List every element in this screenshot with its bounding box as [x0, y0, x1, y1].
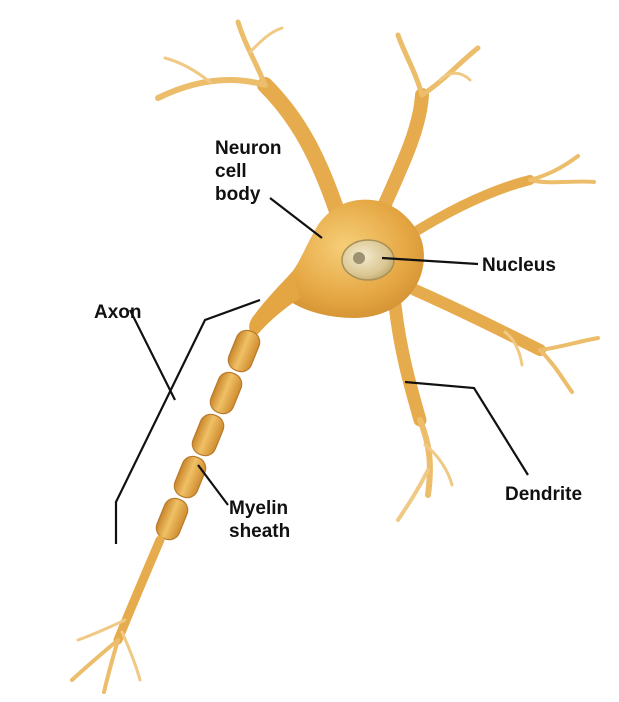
dendrite-upper-right-twig-2 — [422, 48, 478, 95]
dendrite-upper-left-twig-4 — [250, 28, 282, 52]
label-myelin-sheath-line-2: sheath — [229, 520, 290, 543]
leader-line-myelin-sheath — [198, 465, 228, 505]
axon-terminal — [72, 540, 160, 692]
dendrite-right-twig-2 — [530, 180, 594, 182]
label-myelin-sheath: Myelin sheath — [229, 497, 290, 543]
dendrite-lower-right-twig-1 — [540, 338, 598, 350]
dendrite-upper-right-twig-1 — [398, 35, 422, 95]
axon-terminal-shaft — [118, 540, 160, 640]
label-neuron-cell-body-line-2: cell — [215, 160, 282, 183]
nucleolus — [353, 252, 365, 264]
dendrite-lower-right-twig-2 — [540, 350, 572, 392]
label-neuron-cell-body: Neuron cell body — [215, 137, 282, 206]
myelin-segment-2 — [207, 369, 245, 417]
dendrite-upper-left-twig-3 — [165, 58, 210, 82]
dendrite-right-twig-1 — [530, 156, 578, 180]
dendrite-lower-right — [415, 290, 540, 350]
axon-terminal-twig-4 — [122, 632, 140, 680]
label-dendrite: Dendrite — [505, 483, 582, 506]
dendrite-lower-twig-2 — [398, 470, 428, 520]
myelin-segment-3 — [189, 411, 227, 459]
dendrite-right — [410, 180, 530, 235]
dendrite-upper-left-twig-2 — [238, 22, 265, 85]
dendrite-lower — [395, 305, 420, 420]
label-neuron-cell-body-line-3: body — [215, 183, 282, 206]
nucleus — [342, 240, 394, 280]
label-myelin-sheath-line-1: Myelin — [229, 497, 290, 520]
dendrite-upper-left-twig-1 — [158, 80, 265, 98]
dendrite-upper-right — [380, 95, 422, 215]
label-neuron-cell-body-line-1: Neuron — [215, 137, 282, 160]
label-axon: Axon — [94, 301, 142, 324]
label-nucleus: Nucleus — [482, 254, 556, 277]
myelin-segment-4 — [171, 453, 209, 501]
axon-hillock — [249, 272, 300, 334]
myelin-segment-1 — [225, 327, 263, 375]
